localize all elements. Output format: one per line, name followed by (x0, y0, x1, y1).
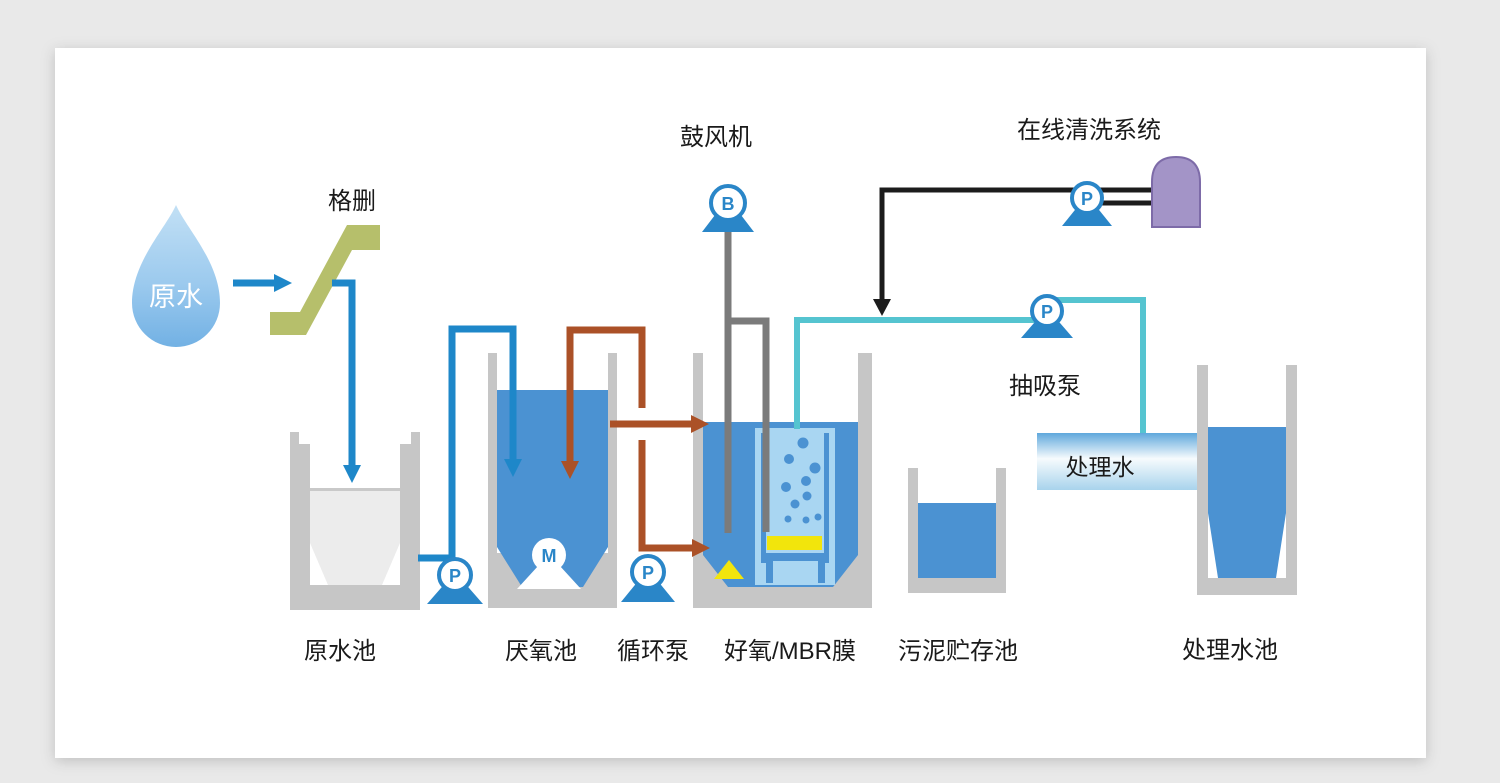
treated-floor (1197, 578, 1297, 595)
raw-tank-to-anaerobic-pipe (418, 325, 522, 562)
treated-water-tank-label: 处理水池 (1182, 637, 1278, 664)
blower-icon: B (702, 184, 754, 232)
anaerobic-tank-label: 厌氧池 (505, 638, 577, 665)
aeration-bubbles (781, 437, 822, 524)
mbr-tank-label: 好氧/MBR膜 (724, 638, 856, 665)
circulation-pump-label: 循环泵 (617, 638, 689, 665)
anaerobic-water (497, 390, 608, 587)
cleaning-pump-icon: P (1062, 181, 1112, 226)
membrane-frame-right (824, 433, 829, 563)
raw-water-tank-body (290, 432, 420, 610)
bar-screen-shape (270, 225, 380, 335)
raw-water-tank-label: 原水池 (304, 638, 376, 665)
treated-wall-left (1197, 365, 1208, 595)
mbr-wall-right (858, 353, 872, 608)
raw-water (310, 490, 400, 585)
aeration-diffuser-bar (767, 536, 822, 550)
anaerobic-wall-left (488, 353, 497, 608)
raw-water-surface-line (310, 488, 400, 491)
suction-pump-icon: P (1021, 294, 1073, 338)
treated-water-tank (1197, 365, 1297, 595)
permeate-suction-pipe (794, 297, 1146, 433)
screen-label: 格删 (328, 188, 376, 215)
circulation-pipe (561, 326, 710, 557)
suction-pump-label: 抽吸泵 (1009, 373, 1081, 400)
blower-label: 鼓风机 (680, 124, 752, 151)
mbr-wall-left (693, 353, 703, 608)
sludge-tank-label: 污泥贮存池 (898, 638, 1018, 665)
circulation-pump-letter: P (642, 563, 654, 583)
membrane-leg-left (766, 561, 773, 583)
membrane-frame-bottom (761, 553, 829, 561)
water-drop-icon (132, 205, 220, 347)
sludge-storage-tank (908, 468, 1006, 593)
sludge-water (918, 503, 996, 578)
raw-water-drop: 原水 (132, 205, 220, 347)
mixer-icon: M (517, 538, 581, 589)
sludge-wall-right (996, 468, 1006, 593)
treated-water-box (1037, 433, 1197, 490)
anaerobic-wall-right (608, 353, 617, 608)
treated-wall-right (1286, 365, 1297, 595)
membrane-leg-right (818, 561, 825, 583)
chemical-tank (1151, 155, 1201, 228)
blower-letter: B (722, 194, 735, 214)
circulation-pump-icon: P (621, 554, 675, 602)
sludge-floor (908, 578, 1006, 593)
raw-water-tank (290, 432, 420, 610)
anaerobic-overflow-pipe (610, 415, 709, 433)
treated-water (1208, 427, 1286, 578)
online-cleaning-label: 在线清洗系统 (1017, 117, 1161, 144)
cleaning-pump-letter: P (1081, 189, 1093, 209)
suction-pump-letter: P (1041, 302, 1053, 322)
raw-water-feed-arrow (233, 274, 292, 292)
sludge-wall-left (908, 468, 918, 593)
lift-pump-letter: P (449, 566, 461, 586)
screen-to-raw-tank-pipe (332, 279, 361, 483)
sludge-outlet-triangle (714, 560, 744, 579)
lift-pump-icon: P (427, 557, 483, 604)
treated-water-box-label: 处理水 (1066, 454, 1135, 480)
treated-water-pipe-box: 处理水 (1037, 433, 1197, 490)
mixer-letter: M (542, 546, 557, 566)
raw-water-drop-label: 原水 (149, 282, 203, 312)
blower-air-pipes (724, 230, 770, 533)
